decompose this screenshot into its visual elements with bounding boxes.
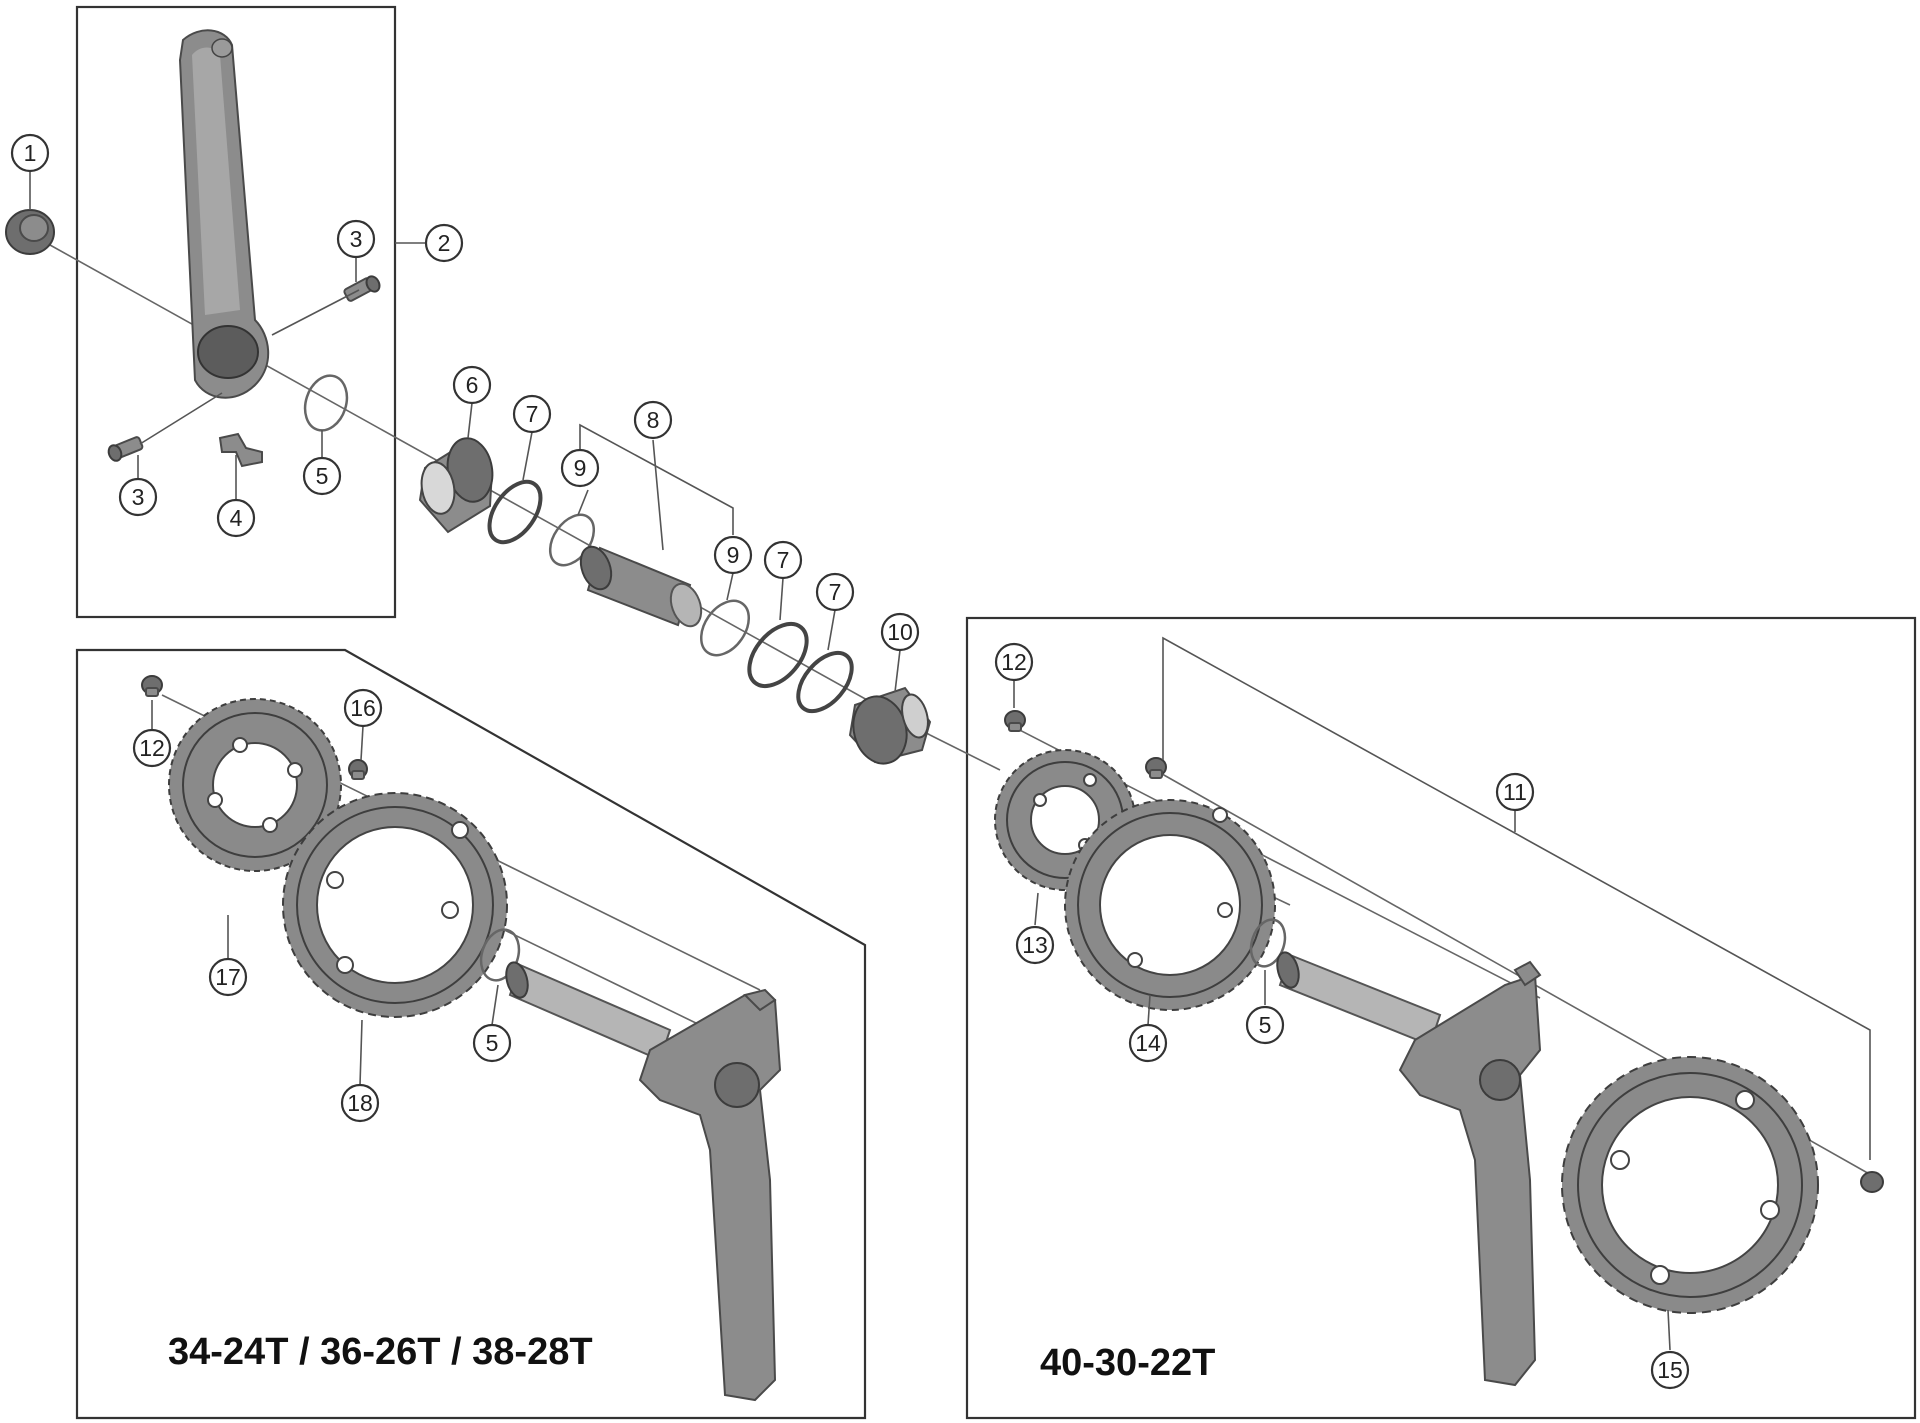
callout-leaders	[29, 172, 1671, 1351]
bb-spacer-ring	[487, 479, 543, 545]
bb-spacer-ring	[796, 650, 854, 714]
double-crankset-frame	[75, 648, 867, 1420]
svg-text:10: 10	[887, 619, 913, 645]
left-crank-arm-group	[5, 29, 381, 468]
triple-chainring-bolt	[1004, 710, 1026, 732]
svg-text:7: 7	[777, 547, 790, 573]
callout-3-lower: 3	[118, 477, 158, 517]
callout-7-first: 7	[512, 394, 552, 434]
callout-2: 2	[424, 223, 464, 263]
callout-12-triple: 12	[994, 642, 1034, 682]
double-crankset-group	[141, 675, 782, 1402]
callout-4: 4	[216, 498, 256, 538]
callout-1: 1	[10, 133, 50, 173]
callout-13: 13	[1015, 925, 1055, 965]
callout-5-left-crank: 5	[302, 456, 342, 496]
callout-16: 16	[343, 688, 383, 728]
triple-crankset-group	[994, 636, 1884, 1387]
safety-plate	[218, 432, 263, 468]
callout-5-double-crank: 5	[472, 1023, 512, 1063]
callout-8: 8	[633, 400, 673, 440]
svg-text:8: 8	[647, 407, 660, 433]
triple-right-crank-arm	[1276, 951, 1542, 1387]
crank-arm-fixing-bolt	[5, 209, 55, 255]
callout-11: 11	[1495, 772, 1535, 812]
callout-17: 17	[208, 957, 248, 997]
triple-crankset-size-label: 40-30-22T	[1040, 1342, 1215, 1384]
callout-5-triple-crank: 5	[1245, 1005, 1285, 1045]
double-crank-o-ring	[479, 928, 521, 982]
callout-14: 14	[1128, 1023, 1168, 1063]
svg-text:12: 12	[1001, 649, 1027, 675]
svg-text:5: 5	[486, 1030, 499, 1056]
svg-text:12: 12	[139, 735, 165, 761]
double-crankset-size-label: 34-24T / 36-26T / 38-28T	[168, 1331, 593, 1373]
svg-text:7: 7	[829, 579, 842, 605]
chainring-bolt-far	[1860, 1171, 1884, 1193]
svg-text:3: 3	[132, 484, 145, 510]
svg-text:16: 16	[350, 695, 376, 721]
callout-12-double: 12	[132, 728, 172, 768]
svg-text:3: 3	[350, 226, 363, 252]
svg-text:15: 15	[1657, 1357, 1683, 1383]
bottom-bracket-group	[418, 423, 932, 765]
left-crank-o-ring	[303, 374, 349, 432]
svg-text:1: 1	[24, 140, 37, 166]
triple-large-chainring	[1561, 1056, 1819, 1314]
small-chainring	[168, 698, 342, 872]
chainring-bolt	[141, 675, 163, 697]
double-right-crank-arm	[505, 961, 782, 1402]
triple-middle-chainring	[1064, 799, 1276, 1011]
svg-text:2: 2	[438, 230, 451, 256]
callout-18: 18	[340, 1083, 380, 1123]
svg-text:9: 9	[727, 542, 740, 568]
svg-text:5: 5	[1259, 1012, 1272, 1038]
svg-text:13: 13	[1022, 932, 1048, 958]
callout-9-first: 9	[560, 448, 600, 488]
bb-inner-cover-spacer	[699, 599, 751, 657]
callout-3-upper: 3	[336, 219, 376, 259]
triple-crank-o-ring	[1249, 918, 1287, 968]
chainring-nut	[1145, 757, 1167, 779]
svg-text:18: 18	[347, 1090, 373, 1116]
svg-text:14: 14	[1135, 1030, 1161, 1056]
left-crank-arm-frame	[75, 5, 397, 619]
svg-text:6: 6	[466, 372, 479, 398]
right-bb-adapter	[848, 686, 932, 765]
callout-9-second: 9	[713, 535, 753, 575]
svg-text:17: 17	[215, 964, 241, 990]
svg-text:11: 11	[1503, 779, 1527, 805]
svg-text:9: 9	[574, 455, 587, 481]
left-bb-adapter	[418, 437, 494, 534]
left-crank-arm	[178, 29, 270, 399]
assembly-axis-lines	[49, 244, 1881, 1181]
callout-6: 6	[452, 365, 492, 405]
bb-spacer-ring	[747, 622, 809, 688]
callout-7-third: 7	[815, 572, 855, 612]
svg-text:7: 7	[526, 401, 539, 427]
triple-crankset-frame	[965, 616, 1917, 1420]
svg-text:4: 4	[230, 505, 243, 531]
large-chainring	[282, 792, 508, 1018]
crank-pinch-bolt-upper	[343, 275, 381, 302]
svg-text:5: 5	[316, 463, 329, 489]
crank-pinch-bolt-lower	[107, 436, 144, 462]
chainring-fixing-bolt	[348, 759, 368, 780]
callout-10: 10	[880, 612, 920, 652]
bb-inner-cover-tube	[579, 545, 703, 628]
callout-7-second: 7	[763, 540, 803, 580]
callout-15: 15	[1650, 1350, 1690, 1390]
